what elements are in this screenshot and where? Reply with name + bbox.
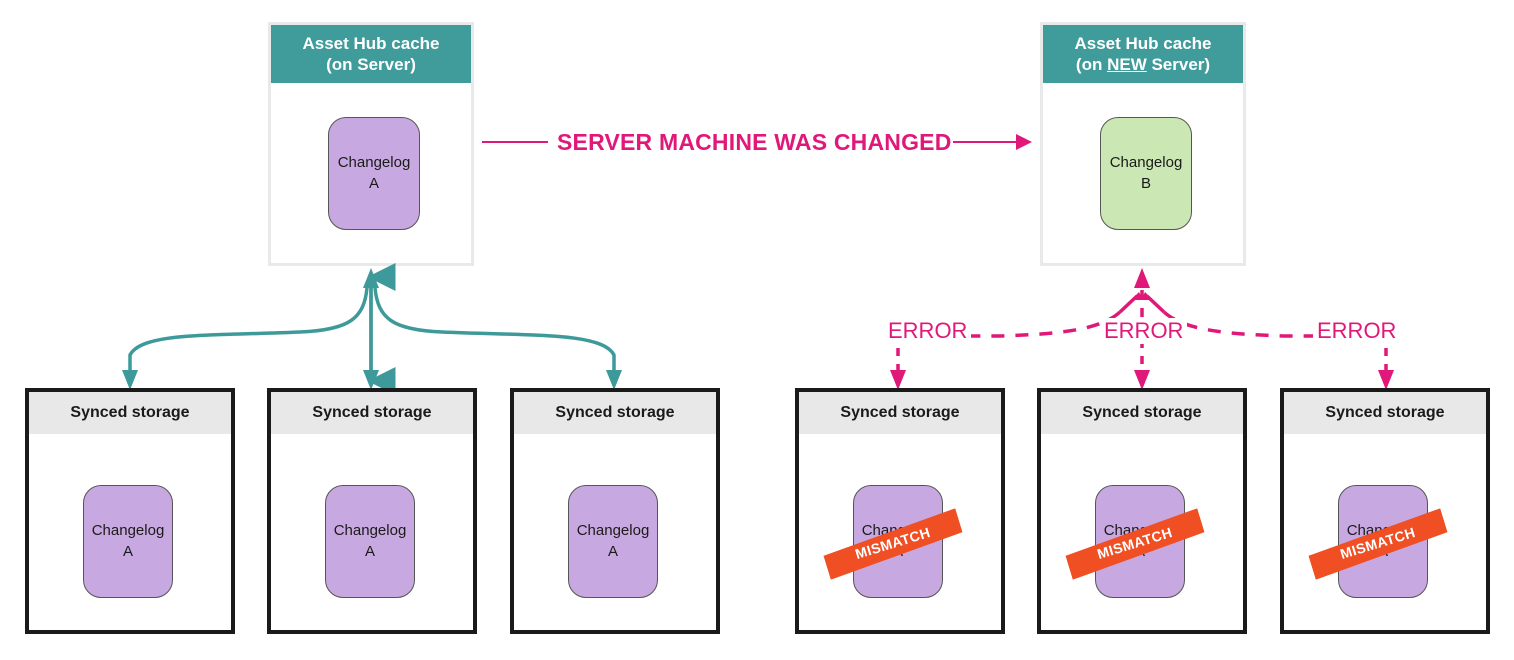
synced-storage-panel-4: Synced storage Changelog A MISMATCH <box>795 388 1005 634</box>
cache-old-title-line1: Asset Hub cache <box>302 33 440 53</box>
chip-label-line2: A <box>122 542 133 560</box>
storage-3-header: Synced storage <box>514 392 716 434</box>
synced-storage-panel-6: Synced storage Changelog A MISMATCH <box>1280 388 1490 634</box>
error-label-left: ERROR <box>884 318 972 344</box>
storage-3-body: Changelog A <box>514 434 716 630</box>
chip-label-line2: A <box>364 542 375 560</box>
chip-label-line2: A <box>368 174 379 192</box>
error-label-right: ERROR <box>1313 318 1401 344</box>
asset-hub-cache-new-header: Asset Hub cache (on NEW Server) <box>1043 25 1243 83</box>
chip-label-line1: Changelog <box>333 522 407 540</box>
synced-storage-panel-2: Synced storage Changelog A <box>267 388 477 634</box>
storage-2-body: Changelog A <box>271 434 473 630</box>
error-label-center: ERROR <box>1100 318 1188 344</box>
storage-1-body: Changelog A <box>29 434 231 630</box>
chip-label-line2: A <box>607 542 618 560</box>
asset-hub-cache-old-header: Asset Hub cache (on Server) <box>271 25 471 83</box>
chip-label-line1: Changelog <box>576 522 650 540</box>
asset-hub-cache-old-body: Changelog A <box>271 83 471 263</box>
cache-new-title-line2: (on NEW Server) <box>1075 55 1211 74</box>
chip-label-line1: Changelog <box>91 522 165 540</box>
asset-hub-cache-new-body: Changelog B <box>1043 83 1243 263</box>
storage-2-header: Synced storage <box>271 392 473 434</box>
cache-old-title-line2: (on Server) <box>326 55 416 74</box>
cache-new-title-emphasis: NEW <box>1107 55 1147 74</box>
chip-label-line1: Changelog <box>337 154 411 172</box>
changelog-chip-storage-1: Changelog A <box>83 485 173 598</box>
teal-connectors <box>122 263 622 395</box>
storage-1-header: Synced storage <box>29 392 231 434</box>
changelog-chip-cache-old: Changelog A <box>328 117 420 230</box>
storage-6-body: Changelog A MISMATCH <box>1284 434 1486 630</box>
asset-hub-cache-old-panel: Asset Hub cache (on Server) Changelog A <box>268 22 474 266</box>
chip-label-line2: B <box>1140 174 1151 192</box>
changelog-chip-storage-2: Changelog A <box>325 485 415 598</box>
synced-storage-panel-5: Synced storage Changelog A MISMATCH <box>1037 388 1247 634</box>
storage-5-header: Synced storage <box>1041 392 1243 434</box>
changelog-chip-storage-3: Changelog A <box>568 485 658 598</box>
synced-storage-panel-3: Synced storage Changelog A <box>510 388 720 634</box>
changelog-chip-cache-new: Changelog B <box>1100 117 1192 230</box>
storage-4-header: Synced storage <box>799 392 1001 434</box>
synced-storage-panel-1: Synced storage Changelog A <box>25 388 235 634</box>
storage-4-body: Changelog A MISMATCH <box>799 434 1001 630</box>
cache-new-title-line1: Asset Hub cache <box>1074 33 1212 53</box>
storage-6-header: Synced storage <box>1284 392 1486 434</box>
asset-hub-cache-new-panel: Asset Hub cache (on NEW Server) Changelo… <box>1040 22 1246 266</box>
server-changed-headline: SERVER MACHINE WAS CHANGED <box>557 129 952 155</box>
storage-5-body: Changelog A MISMATCH <box>1041 434 1243 630</box>
chip-label-line1: Changelog <box>1109 154 1183 172</box>
